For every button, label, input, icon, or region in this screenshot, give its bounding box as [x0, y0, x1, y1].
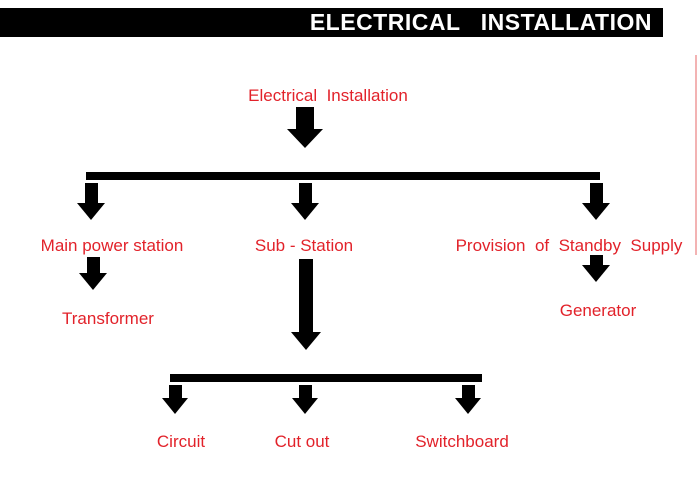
arrow-shaft — [84, 183, 98, 203]
arrow-head-icon — [292, 398, 318, 430]
arrow-head-icon — [162, 398, 188, 430]
node-circuit: Circuit — [156, 432, 206, 451]
arrow-shaft — [296, 107, 314, 129]
arrow-shaft — [298, 385, 312, 398]
node-provision-standby-supply: Provision of Standby Supply — [455, 236, 683, 255]
branch-bar-bottom — [170, 374, 482, 382]
node-cut-out: Cut out — [274, 432, 330, 451]
arrow-shaft — [168, 385, 182, 398]
arrow-to-main-power-station — [77, 183, 105, 237]
branch-bar-top — [86, 172, 600, 180]
arrow-shaft — [86, 257, 100, 273]
arrow-head-icon — [291, 332, 321, 368]
arrow-head-icon — [455, 398, 481, 430]
arrow-head-icon — [582, 265, 610, 299]
arrow-to-generator — [582, 255, 610, 299]
arrow-sub-station-to-bottom-bar — [291, 259, 321, 368]
arrow-head-icon — [291, 203, 319, 237]
arrow-to-standby-supply — [582, 183, 610, 237]
right-edge-line — [695, 55, 697, 255]
arrow-to-transformer — [79, 257, 107, 307]
node-generator: Generator — [559, 301, 637, 320]
node-transformer: Transformer — [62, 309, 154, 328]
node-sub-station: Sub - Station — [254, 236, 354, 255]
arrow-to-cut-out — [292, 385, 318, 430]
arrow-to-circuit — [162, 385, 188, 430]
title-banner: ELECTRICAL INSTALLATION — [0, 8, 663, 37]
node-main-power-station: Main power station — [40, 236, 184, 255]
arrow-shaft — [299, 259, 313, 332]
node-electrical-installation: Electrical Installation — [248, 86, 408, 105]
arrow-shaft — [589, 255, 603, 265]
arrow-shaft — [298, 183, 312, 203]
arrow-root-to-branch-bar — [287, 107, 323, 167]
arrow-head-icon — [79, 273, 107, 307]
arrow-head-icon — [582, 203, 610, 237]
arrow-to-switchboard — [455, 385, 481, 430]
arrow-head-icon — [287, 129, 323, 167]
node-switchboard: Switchboard — [415, 432, 509, 451]
arrow-to-sub-station — [291, 183, 319, 237]
arrow-shaft — [461, 385, 475, 398]
arrow-shaft — [589, 183, 603, 203]
slide-title: ELECTRICAL INSTALLATION — [309, 9, 652, 35]
arrow-head-icon — [77, 203, 105, 237]
